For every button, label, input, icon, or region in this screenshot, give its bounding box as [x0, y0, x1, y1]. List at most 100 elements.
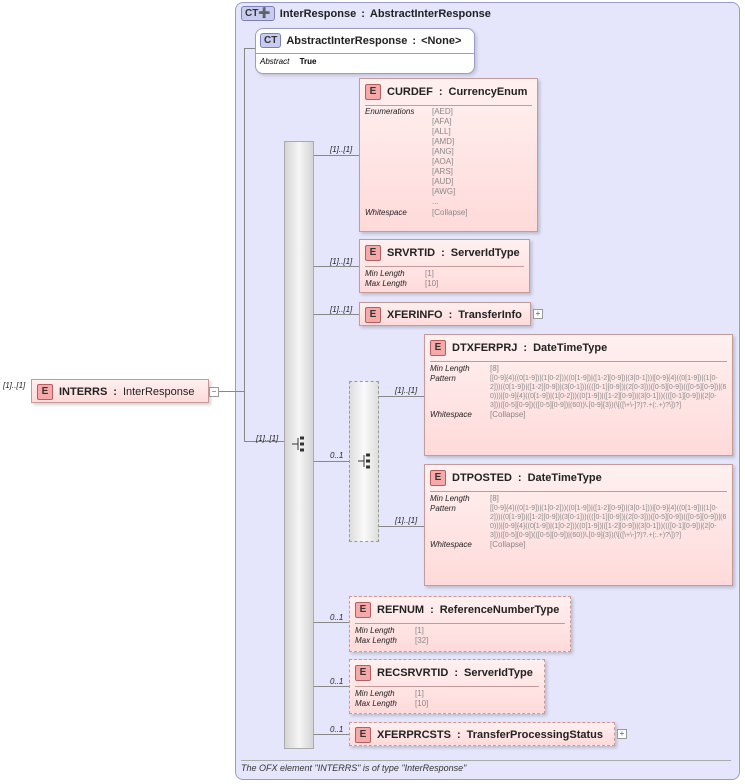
dtxferprj-cardinality: [1]..[1] [395, 386, 418, 395]
facet-key: Min Length [355, 626, 395, 635]
element-curdef[interactable]: E CURDEF : CurrencyEnum Enumerations [AE… [359, 78, 538, 232]
sequence-cardinality: [1]..[1] [256, 434, 279, 443]
nested-sequence-cardinality: 0..1 [330, 451, 344, 460]
sequence-icon [358, 453, 370, 469]
element-type: ReferenceNumberType [439, 604, 560, 616]
facet-key: Max Length [365, 279, 407, 288]
facet-key: Max Length [355, 636, 397, 645]
srvrtid-cardinality: [1]..[1] [330, 257, 353, 266]
facet-key: Whitespace [430, 540, 472, 549]
element-refnum[interactable]: E REFNUM : ReferenceNumberType Min Lengt… [349, 596, 571, 652]
element-srvrtid[interactable]: E SRVRTID : ServerIdType Min Length[1] M… [359, 239, 530, 293]
element-name: DTXFERPRJ [452, 342, 518, 354]
facet-value: [1] [425, 269, 434, 278]
connector [379, 396, 424, 397]
element-type: ServerIdType [463, 667, 533, 679]
connector [379, 526, 424, 527]
facet-key: Enumerations [365, 107, 415, 116]
facet-key: Max Length [355, 699, 397, 708]
element-icon: E [430, 340, 446, 356]
element-type: TransferInfo [458, 309, 522, 321]
element-name: RECSRVRTID [377, 667, 449, 679]
element-dtxferprj[interactable]: E DTXFERPRJ : DateTimeType Min Length[8]… [424, 334, 733, 456]
sequence-compositor[interactable] [284, 141, 314, 749]
connector [244, 441, 284, 442]
connector [314, 686, 349, 687]
connector [314, 266, 359, 267]
connector [314, 734, 349, 735]
element-icon: E [430, 470, 446, 486]
facet-key: Whitespace [365, 208, 407, 217]
facet-value: [Collapse] [490, 410, 526, 419]
refnum-cardinality: 0..1 [330, 613, 344, 622]
element-interrs[interactable]: E INTERRS : InterResponse [31, 379, 209, 403]
facet-key: Min Length [430, 364, 470, 373]
recsrvrtid-cardinality: 0..1 [330, 677, 344, 686]
facet-value: [Collapse] [490, 540, 526, 549]
element-dtposted[interactable]: E DTPOSTED : DateTimeType Min Length[8] … [424, 464, 733, 586]
footer-divider [241, 760, 731, 761]
facet-value: [Collapse] [432, 208, 468, 217]
abstract-value: True [299, 57, 317, 66]
connector [214, 391, 244, 392]
complex-type-base: AbstractInterResponse [369, 7, 491, 20]
connector [314, 622, 349, 623]
enum-list: [AED] [AFA] [ALL] [AMD] [ANG] [AOA] [ARS… [432, 107, 456, 206]
facet-value: [10] [415, 699, 429, 708]
element-type: DateTimeType [527, 472, 602, 484]
element-icon: E [355, 665, 371, 681]
element-icon: E [365, 307, 381, 323]
xferinfo-cardinality: [1]..[1] [330, 305, 353, 314]
connector [244, 48, 245, 441]
base-type-base: <None> [421, 34, 462, 47]
connector [244, 48, 255, 49]
curdef-cardinality: [1]..[1] [330, 145, 353, 154]
element-name: SRVRTID [387, 247, 436, 259]
base-type-box[interactable]: CT AbstractInterResponse : <None> Abstra… [255, 28, 475, 74]
base-type-name: AbstractInterResponse [286, 34, 408, 47]
facet-value: [8] [490, 364, 499, 373]
base-type-icon: CT [260, 33, 282, 48]
root-cardinality: [1]..[1] [3, 381, 26, 390]
element-xferinfo[interactable]: E XFERINFO : TransferInfo [359, 302, 531, 326]
element-name: DTPOSTED [452, 472, 512, 484]
expand-icon[interactable]: + [617, 729, 627, 739]
facet-key: Min Length [355, 689, 395, 698]
element-type: TransferProcessingStatus [466, 729, 603, 741]
element-recsrvrtid[interactable]: E RECSRVRTID : ServerIdType Min Length[1… [349, 659, 545, 714]
collapse-icon[interactable]: − [209, 387, 219, 397]
facet-value: [1] [415, 689, 424, 698]
element-icon: E [37, 384, 53, 400]
complex-type-name: InterResponse [279, 7, 357, 20]
element-type: DateTimeType [533, 342, 608, 354]
xferprcsts-cardinality: 0..1 [330, 725, 344, 734]
facet-value: [1] [415, 626, 424, 635]
element-type: CurrencyEnum [448, 86, 528, 98]
facet-value: [[0-9]{4}((0[1-9])|(1[0-2]))((0[1-9])|([… [490, 505, 727, 539]
connector [314, 314, 359, 315]
facet-key: Min Length [430, 494, 470, 503]
element-name: XFERINFO [387, 309, 443, 321]
facet-key: Whitespace [430, 410, 472, 419]
element-icon: E [355, 727, 371, 743]
element-name: INTERRS [59, 386, 108, 398]
expand-icon[interactable]: + [533, 309, 543, 319]
element-type: ServerIdType [450, 247, 520, 259]
complex-type-icon: CT➕ [241, 6, 275, 21]
complex-type-title: CT➕ InterResponse : AbstractInterRespons… [241, 6, 491, 21]
facet-value: [32] [415, 636, 429, 645]
element-name: REFNUM [377, 604, 425, 616]
facet-value: [8] [490, 494, 499, 503]
element-name: CURDEF [387, 86, 433, 98]
dtposted-cardinality: [1]..[1] [395, 516, 418, 525]
element-name: XFERPRCSTS [377, 729, 451, 741]
facet-key: Pattern [430, 374, 456, 383]
footer-caption: The OFX element "INTERRS" is of type "In… [241, 763, 467, 773]
facet-value: [[0-9]{4}((0[1-9])|(1[0-2]))((0[1-9])|([… [490, 375, 727, 409]
facet-key: Min Length [365, 269, 405, 278]
sequence-icon [292, 436, 304, 452]
facet-key: Pattern [430, 504, 456, 513]
element-icon: E [365, 245, 381, 261]
connector [314, 461, 349, 462]
element-xferprcsts[interactable]: E XFERPRCSTS : TransferProcessingStatus [349, 722, 615, 746]
